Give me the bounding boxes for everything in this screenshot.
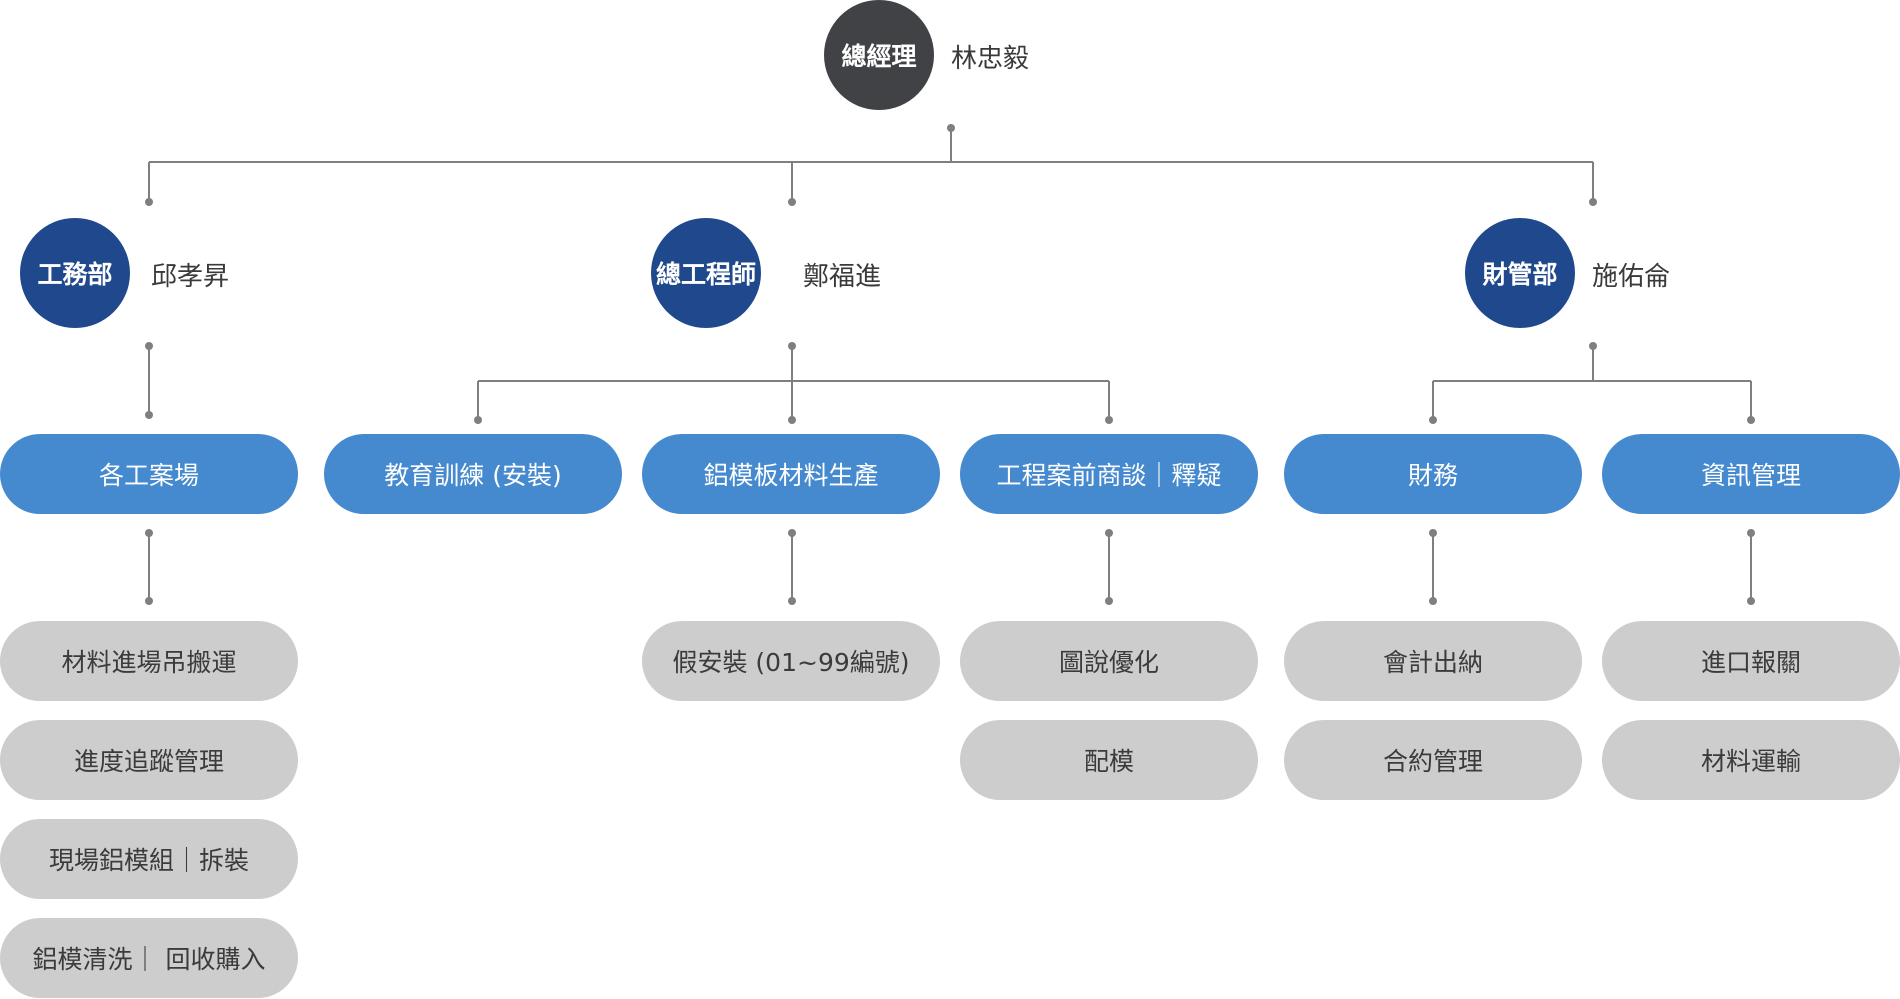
unit-pill: 各工案場 [0, 434, 298, 514]
connector-dot [788, 597, 796, 605]
connector-dot [788, 198, 796, 206]
task-label: 假安裝 (01~99編號) [672, 648, 910, 677]
unit-label: 財務 [1407, 461, 1458, 490]
connector-dot [1105, 416, 1113, 424]
task-pill: 配模 [960, 720, 1258, 800]
unit-pill: 工程案前商談｜釋疑 [960, 434, 1258, 514]
connector-dot [145, 529, 153, 537]
task-label: 進度追蹤管理 [73, 747, 224, 776]
dept-circle-chief-engineer: 總工程師 [651, 218, 761, 328]
task-label: 現場鋁模組｜拆裝 [48, 846, 249, 875]
dept-title: 總工程師 [655, 260, 756, 289]
connector-dot [1429, 597, 1437, 605]
general-manager-name: 林忠毅 [951, 44, 1030, 74]
connector-dot [788, 529, 796, 537]
connector-dot [1747, 529, 1755, 537]
task-label: 材料進場吊搬運 [61, 648, 237, 677]
task-label: 圖說優化 [1058, 648, 1159, 677]
dept-head-name: 鄭福進 [803, 262, 882, 292]
unit-pill: 鋁模板材料生產 [642, 434, 940, 514]
connector-dot [145, 597, 153, 605]
connector-dot [1105, 597, 1113, 605]
connector-dot [145, 198, 153, 206]
general-manager-title: 總經理 [841, 42, 917, 71]
connector-dot [788, 342, 796, 350]
task-pill: 進口報關 [1602, 621, 1900, 701]
task-pill: 合約管理 [1284, 720, 1582, 800]
task-label: 鋁模清洗｜ 回收購入 [32, 945, 266, 974]
task-pill: 材料進場吊搬運 [0, 621, 298, 701]
connector-dot [145, 342, 153, 350]
task-pill: 進度追蹤管理 [0, 720, 298, 800]
dept-title: 工務部 [37, 260, 113, 289]
unit-pill: 財務 [1284, 434, 1582, 514]
task-label: 會計出納 [1382, 648, 1483, 677]
task-label: 材料運輸 [1700, 747, 1801, 776]
unit-label: 工程案前商談｜釋疑 [996, 461, 1222, 490]
dept-head-name: 邱孝昇 [151, 262, 230, 292]
unit-label: 資訊管理 [1700, 461, 1801, 490]
dept-head-name: 施佑侖 [1592, 262, 1671, 292]
unit-pill: 資訊管理 [1602, 434, 1900, 514]
connector-dot [947, 124, 955, 132]
connector-dot [145, 411, 153, 419]
task-pill: 會計出納 [1284, 621, 1582, 701]
task-pill: 假安裝 (01~99編號) [642, 621, 940, 701]
connector-dot [1429, 529, 1437, 537]
connector-dot [1747, 597, 1755, 605]
connector-dot [474, 416, 482, 424]
task-pill: 圖說優化 [960, 621, 1258, 701]
connector-dot [788, 416, 796, 424]
task-label: 配模 [1083, 747, 1134, 776]
dept-circle-finance: 財管部 [1465, 218, 1575, 328]
connector-dot [1429, 416, 1437, 424]
unit-label: 鋁模板材料生產 [703, 461, 879, 490]
dept-circle-engineering: 工務部 [20, 218, 130, 328]
task-pill: 鋁模清洗｜ 回收購入 [0, 918, 298, 998]
task-label: 合約管理 [1382, 747, 1483, 776]
dept-title: 財管部 [1482, 260, 1558, 289]
connector-dot [1589, 342, 1597, 350]
task-pill: 材料運輸 [1602, 720, 1900, 800]
unit-label: 教育訓練 (安裝) [384, 461, 562, 490]
connector-dot [1589, 198, 1597, 206]
connector-dot [1747, 416, 1755, 424]
general-manager-circle: 總經理 [824, 0, 934, 110]
task-label: 進口報關 [1700, 648, 1801, 677]
unit-pill: 教育訓練 (安裝) [324, 434, 622, 514]
connector-dot [1105, 529, 1113, 537]
unit-label: 各工案場 [98, 461, 199, 490]
task-pill: 現場鋁模組｜拆裝 [0, 819, 298, 899]
